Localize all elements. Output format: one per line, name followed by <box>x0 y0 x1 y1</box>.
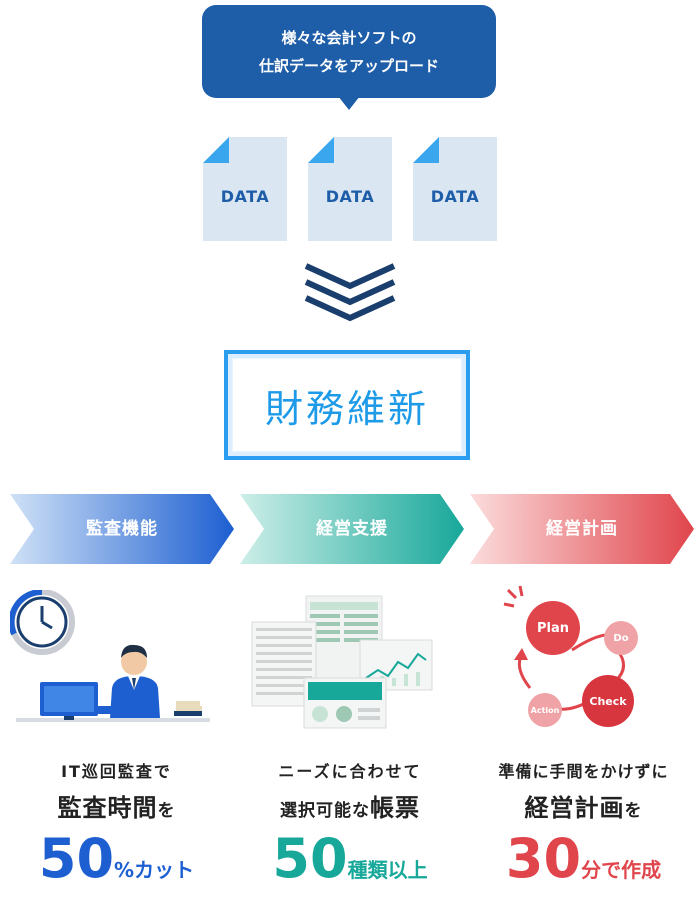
feature-reports: ニーズに合わせて 選択可能な帳票 50種類以上 <box>233 758 467 890</box>
chevron-down-icon <box>302 262 398 328</box>
phase-audit: 監査機能 <box>22 494 222 564</box>
monitor-icon <box>40 682 98 720</box>
phase-plan: 経営計画 <box>482 494 682 564</box>
data-file-icon: DATA <box>203 137 287 241</box>
upload-bubble: 様々な会計ソフトの 仕訳データをアップロード <box>202 5 496 98</box>
pdca-plan-label: Plan <box>536 620 569 636</box>
phase-label: 経営計画 <box>546 519 618 539</box>
brand-title: 財務維新 <box>264 386 429 431</box>
bubble-line-2: 仕訳データをアップロード <box>258 56 439 75</box>
phase-arrow-audit <box>10 494 234 564</box>
phase-arrow-support <box>240 494 464 564</box>
feature-audit-unit: %カット <box>114 858 195 882</box>
phase-label: 監査機能 <box>86 519 158 539</box>
feature-audit-main: 監査時間 <box>57 794 158 822</box>
phase-arrow-plan <box>470 494 694 564</box>
feature-reports-main: 帳票 <box>370 794 420 822</box>
pdca-action-label: Action <box>530 705 560 715</box>
brand-box: 財務維新 <box>224 350 470 460</box>
feature-plan-tail: を <box>624 801 643 821</box>
pdca-do-label: Do <box>613 632 629 644</box>
feature-plan-line2: 経営計画を <box>467 788 700 823</box>
reports-illustration <box>248 592 438 736</box>
feature-reports-metric: 50種類以上 <box>233 827 467 890</box>
feature-reports-unit: 種類以上 <box>347 858 428 882</box>
bubble-tail <box>338 96 360 110</box>
feature-audit-number: 50 <box>38 827 115 890</box>
data-file-icon: DATA <box>308 137 392 241</box>
feature-plan-main: 経営計画 <box>524 794 625 822</box>
phase-support: 経営支援 <box>252 494 452 564</box>
feature-audit-line2: 監査時間を <box>0 788 233 823</box>
data-file-label: DATA <box>325 187 375 206</box>
feature-plan-number: 30 <box>505 827 582 890</box>
data-file-label: DATA <box>220 187 270 206</box>
pdca-plan-node: Plan <box>526 601 580 655</box>
clock-icon <box>8 588 75 655</box>
data-file-icon: DATA <box>413 137 497 241</box>
audit-illustration <box>8 588 210 734</box>
pdca-check-label: Check <box>589 694 627 708</box>
pdca-illustration <box>500 584 660 734</box>
person-icon <box>96 644 160 718</box>
pdca-do-node: Do <box>604 621 638 655</box>
feature-plan: 準備に手間をかけずに 経営計画を 30分で作成 <box>467 758 700 890</box>
feature-reports-head: 選択可能な <box>280 801 370 821</box>
pdca-check-node: Check <box>582 675 634 727</box>
feature-audit-line1: IT巡回監査で <box>61 762 172 781</box>
feature-plan-line1: 準備に手間をかけずに <box>498 762 669 781</box>
feature-audit-metric: 50%カット <box>0 827 233 890</box>
feature-plan-metric: 30分で作成 <box>467 827 700 890</box>
feature-audit: IT巡回監査で 監査時間を 50%カット <box>0 758 233 890</box>
phase-arrows <box>10 494 694 568</box>
feature-reports-line2: 選択可能な帳票 <box>233 788 467 823</box>
pdca-action-node: Action <box>528 693 562 727</box>
bubble-line-1: 様々な会計ソフトの <box>281 28 417 47</box>
feature-reports-number: 50 <box>272 827 348 890</box>
data-file-label: DATA <box>430 187 480 206</box>
feature-plan-unit: 分で作成 <box>581 858 662 882</box>
phase-label: 経営支援 <box>316 519 388 539</box>
dashboard-icon <box>303 677 387 729</box>
feature-reports-line1: ニーズに合わせて <box>278 762 422 781</box>
books-icon <box>174 701 202 716</box>
feature-audit-tail: を <box>157 801 176 821</box>
